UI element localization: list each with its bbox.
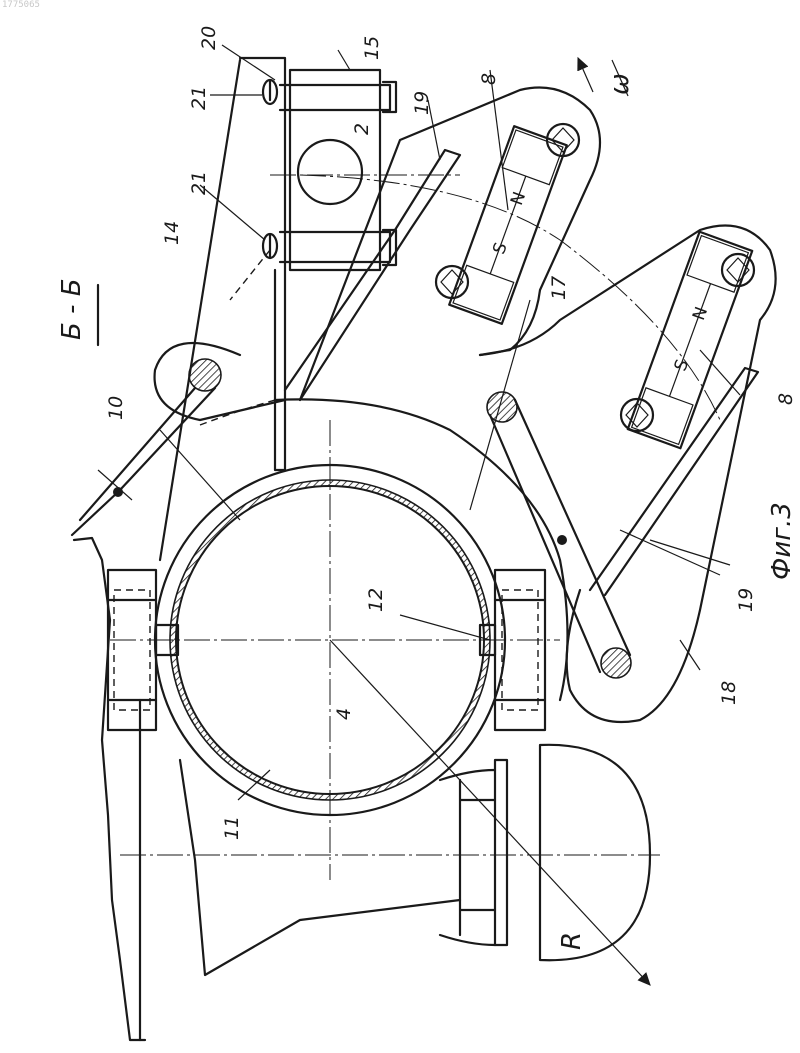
pole-north-lower: N — [689, 304, 712, 323]
callout-10: 10 — [105, 396, 127, 420]
callout-20: 20 — [198, 26, 220, 50]
lever-upper — [300, 88, 600, 401]
counterweight-stem — [440, 770, 495, 945]
callout-21-top: 21 — [188, 86, 210, 110]
strut-19-lower — [590, 368, 758, 595]
pole-south-lower: S — [671, 357, 693, 374]
counterweight-head — [540, 745, 650, 960]
pivot-pin-lower — [601, 648, 631, 678]
magnet-arc-path — [300, 175, 720, 420]
magnet-bolt-upper-b — [436, 266, 468, 298]
omega-arrow — [578, 58, 593, 92]
frame-diagonal — [160, 60, 240, 560]
dashed-hidden-edge — [200, 250, 275, 425]
omega-label: ω — [605, 73, 635, 95]
callout-4: 4 — [333, 708, 355, 720]
radius-arrow — [330, 640, 650, 985]
shaft-hole — [298, 140, 362, 204]
callout-21-middle: 21 — [188, 171, 210, 195]
magnet-bolt-upper-a — [547, 124, 579, 156]
callout-18: 18 — [718, 681, 740, 705]
figure-caption: Фиг.3 — [767, 502, 797, 580]
callout-8-top: 8 — [478, 73, 500, 85]
rocker-joint-lower — [557, 535, 567, 545]
callout-14: 14 — [161, 221, 183, 245]
pole-south-upper: S — [489, 240, 511, 257]
callout-2: 2 — [351, 123, 373, 135]
rocker-link-upper — [72, 388, 215, 535]
frame-outline — [74, 538, 145, 1040]
callout-12: 12 — [365, 588, 387, 612]
counterweight-neck — [460, 780, 495, 935]
callout-11: 11 — [221, 816, 243, 840]
rocker-joint-upper — [113, 487, 123, 497]
bracket-2 — [290, 70, 380, 270]
pole-north-upper: N — [507, 189, 530, 208]
section-label: Б - Б — [57, 278, 87, 340]
magnet-bolt-lower-b — [621, 399, 653, 431]
callout-15: 15 — [361, 36, 383, 60]
callout-17: 17 — [548, 276, 570, 300]
magnet-bolt-lower-a — [722, 254, 754, 286]
callout-19-top: 19 — [411, 91, 433, 115]
radius-label: R — [557, 932, 587, 950]
callout-8-bottom: 8 — [775, 393, 797, 405]
counterweight-flange — [495, 760, 507, 945]
callout-19-bottom: 19 — [735, 588, 757, 612]
strut-19-upper — [285, 150, 460, 400]
pivot-pin-upper — [189, 359, 221, 391]
